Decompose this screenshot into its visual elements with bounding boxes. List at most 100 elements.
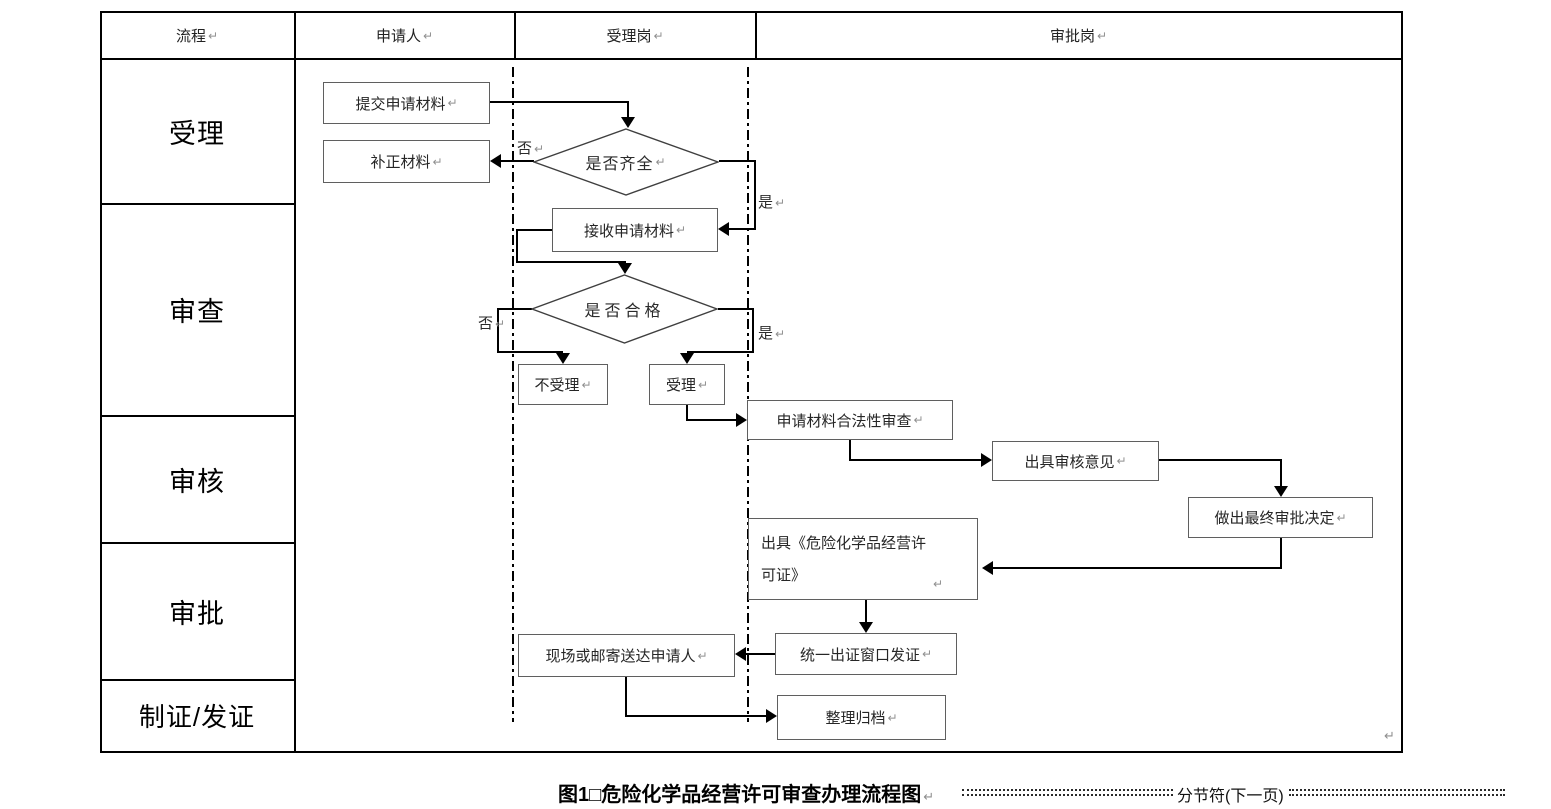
table-border-top (100, 11, 1403, 13)
arrowhead-icon (1274, 486, 1288, 497)
node-not-accept: 不受理↵ (518, 364, 608, 405)
stage-row-divider (100, 415, 296, 417)
node-label: 统一出证窗口发证 (799, 646, 920, 664)
section-break-label: 分节符(下一页) (1177, 788, 1284, 805)
header-label: 申请人 (375, 28, 421, 45)
line (686, 405, 688, 421)
node-submit-materials: 提交申请材料↵ (323, 82, 490, 124)
node-label: 整理归档 (825, 710, 886, 727)
line (497, 351, 563, 353)
paragraph-mark: ↵ (697, 377, 709, 392)
node-label: 出具《危险化学品经营许可证》 (761, 535, 927, 584)
stage-cell-acceptance: 受理 (100, 59, 294, 203)
header-cell-acceptance-post: 受理岗↵ (515, 13, 755, 58)
line (625, 715, 771, 717)
arrowhead-icon (982, 561, 993, 575)
line (849, 459, 986, 461)
node-issue-license: 出具《危险化学品经营许可证》↵ (748, 518, 978, 600)
paragraph-mark: ↵ (675, 223, 687, 237)
node-issue-window: 统一出证窗口发证↵ (775, 633, 957, 675)
arrowhead-icon (859, 622, 873, 633)
line (1280, 459, 1282, 491)
stage-label: 审核 (169, 466, 225, 497)
arrowhead-icon (981, 453, 992, 467)
node-label: 做出最终审批决定 (1214, 510, 1335, 527)
stage-row-divider (100, 679, 296, 681)
line (516, 229, 518, 263)
line (497, 308, 499, 353)
node-label: 申请材料合法性审查 (776, 412, 912, 430)
line (849, 440, 851, 461)
decision-is-complete: 是否齐全↵ (533, 128, 719, 196)
edge-label-text: 是 (758, 325, 774, 342)
lane-separator-left (512, 67, 514, 722)
stage-row-divider (100, 203, 296, 205)
stage-cell-review: 审核 (100, 416, 294, 542)
stage-label: 审批 (169, 598, 225, 629)
edge-label-no-1: 否↵ (517, 137, 544, 158)
arrowhead-icon (718, 222, 729, 236)
header-col-divider-2 (755, 11, 757, 60)
decision-label: 是否齐全 (585, 156, 654, 173)
paragraph-mark: ↵ (887, 710, 898, 725)
paragraph-mark: ↵ (207, 28, 219, 43)
node-archive: 整理归档↵ (777, 695, 946, 740)
figure-caption: 图1□危险化学品经营许可审查办理流程图↵ (558, 778, 934, 807)
arrowhead-icon (621, 117, 635, 128)
paragraph-mark: ↵ (697, 648, 708, 663)
decision-label-wrap: 是否齐全↵ (533, 128, 719, 196)
table-border-bottom (100, 751, 1403, 753)
line (865, 600, 867, 623)
section-break-dots-right (1289, 789, 1505, 796)
line (687, 351, 754, 353)
node-supplement-materials: 补正材料↵ (323, 140, 490, 183)
edge-label-text: 否 (517, 140, 533, 157)
line (993, 567, 1282, 569)
paragraph-mark: ↵ (1096, 28, 1108, 43)
paragraph-mark: ↵ (1336, 510, 1347, 525)
table-border-left (100, 11, 102, 753)
arrowhead-icon (556, 353, 570, 364)
line (625, 677, 627, 717)
cell-paragraph-mark: ↵ (1384, 728, 1395, 743)
line (719, 160, 756, 162)
decision-label: 是否合格 (584, 303, 665, 320)
arrowhead-icon (736, 413, 747, 427)
line (497, 308, 532, 310)
paragraph-mark: ↵ (655, 155, 667, 169)
paragraph-mark: ↵ (581, 377, 592, 392)
header-cell-process: 流程↵ (100, 13, 294, 58)
node-accept: 受理↵ (649, 364, 725, 405)
section-break-dots-left (962, 789, 1173, 796)
arrowhead-icon (680, 353, 694, 364)
node-legality-review: 申请材料合法性审查↵ (747, 400, 953, 440)
paragraph-mark: ↵ (432, 154, 443, 169)
node-label: 受理 (665, 377, 696, 394)
header-cell-approval-post: 审批岗↵ (756, 13, 1401, 58)
figure-caption-text: 图1□危险化学品经营许可审查办理流程图 (558, 784, 922, 806)
node-label: 不受理 (534, 377, 580, 394)
stage-cell-certificate: 制证/发证 (100, 680, 294, 751)
edge-label-text: 是 (758, 194, 774, 211)
diamond-shape (531, 274, 718, 344)
node-final-decision: 做出最终审批决定↵ (1188, 497, 1373, 538)
node-label: 接收申请材料 (583, 222, 674, 240)
stage-row-divider (100, 542, 296, 544)
paragraph-mark: ↵ (1116, 454, 1127, 468)
header-cell-applicant: 申请人↵ (295, 13, 514, 58)
arrowhead-icon (766, 709, 777, 723)
node-review-opinion: 出具审核意见↵ (992, 441, 1159, 481)
line (516, 261, 626, 263)
stage-label: 受理 (169, 118, 225, 149)
node-label: 补正材料 (370, 154, 431, 171)
arrowhead-icon (490, 154, 501, 168)
header-label: 流程 (175, 28, 206, 45)
stage-label: 制证/发证 (138, 702, 256, 732)
paragraph-mark: ↵ (775, 327, 786, 341)
paragraph-mark: ↵ (495, 317, 506, 331)
paragraph-mark: ↵ (447, 96, 458, 110)
stage-column-divider (294, 11, 296, 753)
node-label: 出具审核意见 (1024, 453, 1115, 471)
paragraph-mark: ↵ (534, 142, 545, 156)
edge-label-no-2: 否↵ (478, 312, 505, 333)
